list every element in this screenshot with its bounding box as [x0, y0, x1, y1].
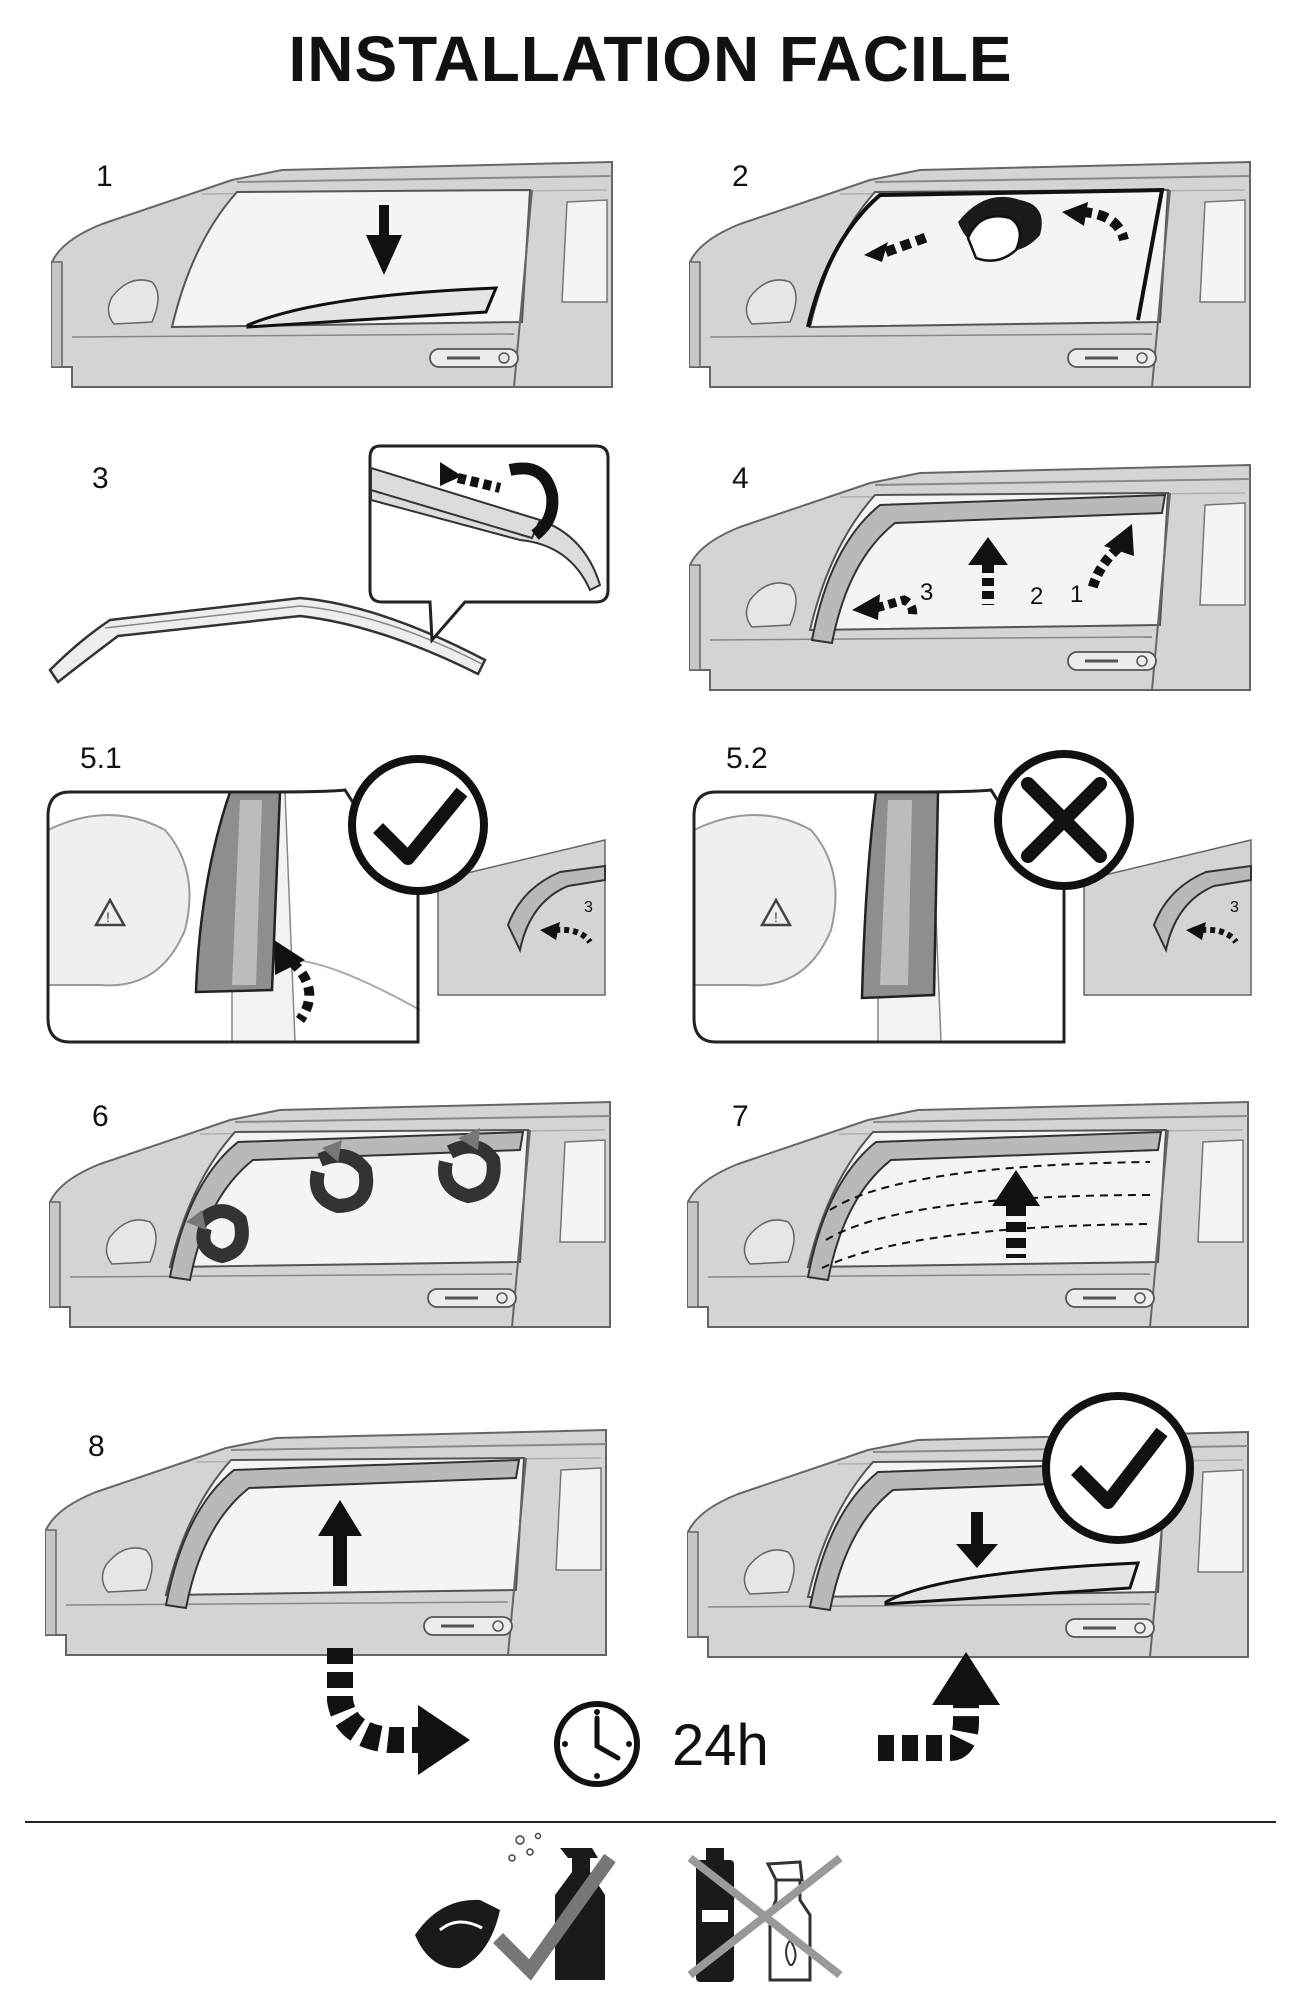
step-1-label: 1 — [96, 160, 113, 193]
step-5-2-sub-label: 3 — [1230, 899, 1239, 916]
peel-tape-zoom-icon — [368, 444, 610, 644]
window-up-arrow-icon — [992, 1170, 1040, 1258]
step-4-diagram: 3 2 1 — [688, 463, 1252, 692]
step-5-1-sub-label: 3 — [584, 899, 593, 916]
check-mark-icon — [1042, 1392, 1194, 1544]
step-5-2-label: 5.2 — [726, 742, 768, 775]
step-6-diagram — [48, 1100, 612, 1329]
step-7-label: 7 — [732, 1100, 749, 1133]
step-8-label: 8 — [88, 1430, 105, 1463]
cleaning-cloth-hand-icon — [958, 196, 1042, 262]
step-5-1-diagram: ! 3 — [46, 755, 606, 1044]
check-mark-icon — [348, 755, 488, 895]
waiting-time-label: 24h — [672, 1713, 769, 1778]
window-lines — [821, 1161, 1151, 1269]
step-4-label: 4 — [732, 462, 749, 495]
wait-arrow-icon — [327, 1648, 470, 1775]
chemical-cleaners-forbidden-icon — [687, 1848, 843, 1982]
page-title: INSTALLATION FACILE — [288, 23, 1013, 95]
cleaning-spray-allowed-icon — [415, 1832, 616, 1981]
step-3-diagram — [48, 444, 610, 684]
lowered-window-edge — [246, 286, 499, 329]
step-2-diagram — [688, 160, 1252, 389]
svg-text:!: ! — [774, 909, 778, 925]
step-3-label: 3 — [92, 462, 109, 495]
step-7-diagram — [686, 1100, 1250, 1329]
window-up-arrow-icon — [318, 1500, 362, 1586]
step-6-label: 6 — [92, 1100, 109, 1133]
step-5-2-diagram: ! 3 — [692, 750, 1252, 1044]
step-5-1-label: 5.1 — [80, 742, 122, 775]
push-arrow — [274, 940, 315, 1023]
peel-tape-icon — [186, 1128, 501, 1264]
press-sequence-arrows — [852, 524, 1134, 620]
step-2-label: 2 — [732, 160, 749, 193]
wipe-arrow-icon — [864, 202, 1129, 262]
window-down-arrow-icon — [956, 1512, 998, 1568]
step-4-sub-label-1: 1 — [1070, 581, 1083, 608]
cross-mark-icon — [994, 750, 1134, 890]
step-8-diagram — [44, 1392, 1250, 1787]
wind-deflector-icon — [48, 596, 487, 684]
window-up-curved-arrow-icon — [878, 1652, 1000, 1761]
step-4-sub-label-3: 3 — [920, 579, 933, 606]
svg-text:!: ! — [106, 909, 110, 925]
step-4-sub-label-2: 2 — [1030, 583, 1043, 610]
window-down-arrow-icon — [366, 205, 402, 275]
step-1-diagram — [50, 160, 614, 389]
clock-icon — [554, 1701, 640, 1787]
